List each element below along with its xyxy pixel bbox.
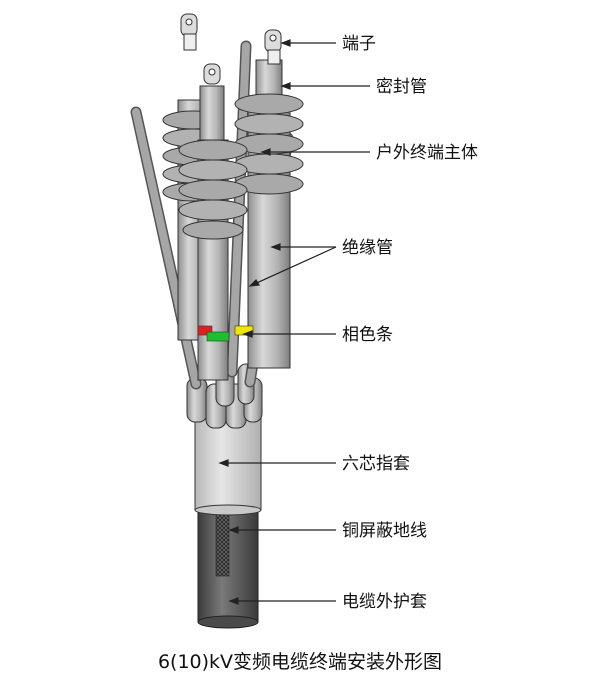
leader-lines (218, 39, 370, 605)
label-seal-tube: 密封管 (376, 77, 427, 97)
terminal-lugs (180, 13, 282, 85)
label-outdoor-body: 户外终端主体 (376, 143, 478, 163)
termination-body-back-right (234, 59, 304, 369)
label-copper-shield-ground-wire: 铜屏蔽地线 (342, 521, 427, 541)
phase-strip-yellow (234, 325, 254, 336)
label-six-core-finger-sleeve: 六芯指套 (342, 454, 410, 474)
label-cable-outer-sheath: 电缆外护套 (342, 592, 427, 612)
copper-shield-ground-wire (215, 505, 230, 577)
label-insulation-tube: 绝缘管 (342, 238, 393, 258)
phase-strip-red (197, 325, 213, 336)
label-terminal: 端子 (342, 34, 376, 54)
figure-caption: 6(10)kV变频电缆终端安装外形图 (158, 651, 442, 673)
phase-strip-green (206, 331, 230, 342)
label-phase-color-strip: 相色条 (342, 325, 393, 345)
